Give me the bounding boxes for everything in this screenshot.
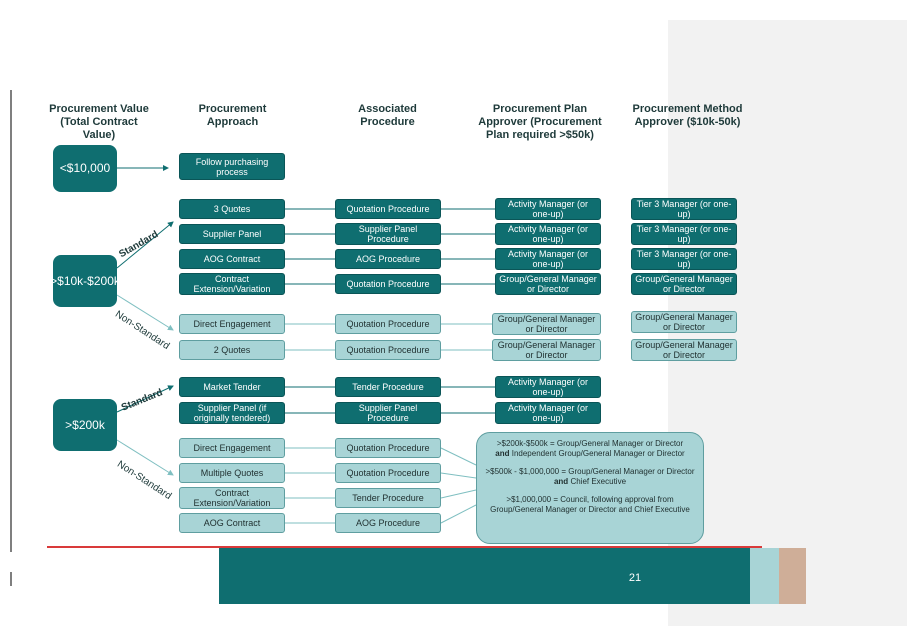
header-method-approver: Procurement Method Approver ($10k-50k)	[632, 103, 743, 128]
plan-approver-activity-manager: Activity Manager (or one-up)	[495, 376, 601, 398]
approach-direct-engagement: Direct Engagement	[179, 314, 285, 334]
header-associated-procedure: Associated Procedure	[358, 103, 417, 128]
method-approver-group-gm: Group/General Manager or Director	[631, 339, 737, 361]
note-line-3: >$1,000,000 = Council, following approva…	[490, 495, 690, 514]
method-approver-group-gm: Group/General Manager or Director	[631, 311, 737, 333]
value-over-200k: >$200k	[53, 399, 117, 451]
procedure-aog: AOG Procedure	[335, 513, 441, 533]
procedure-quotation: Quotation Procedure	[335, 340, 441, 360]
left-rule	[10, 90, 12, 552]
header-procurement-value: Procurement Value (Total Contract Value)	[49, 103, 149, 141]
approach-contract-extension-2: Contract Extension/Variation	[179, 487, 285, 509]
procedure-quotation: Quotation Procedure	[335, 438, 441, 458]
approach-market-tender: Market Tender	[179, 377, 285, 397]
note-line-2: >$500k - $1,000,000 = Group/General Mana…	[485, 467, 695, 487]
procedure-aog: AOG Procedure	[335, 249, 441, 269]
procedure-tender: Tender Procedure	[335, 377, 441, 397]
approach-3-quotes: 3 Quotes	[179, 199, 285, 219]
footer-red-rule	[47, 546, 762, 548]
approval-thresholds-note: >$200k-$500k = Group/General Manager or …	[476, 432, 704, 544]
page-number: 21	[628, 572, 642, 584]
approach-aog-contract: AOG Contract	[179, 249, 285, 269]
method-approver-tier3: Tier 3 Manager (or one-up)	[631, 248, 737, 270]
value-under-10k: <$10,000	[53, 145, 117, 192]
procedure-supplier-panel: Supplier Panel Procedure	[335, 402, 441, 424]
note-line-2-b: Chief Executive	[570, 477, 627, 486]
header-procurement-approach: Procurement Approach	[198, 103, 267, 128]
plan-approver-activity-manager: Activity Manager (or one-up)	[495, 248, 601, 270]
note-line-1-and: and	[495, 449, 510, 458]
approach-supplier-panel-tendered: Supplier Panel (if originally tendered)	[179, 402, 285, 424]
procedure-quotation: Quotation Procedure	[335, 314, 441, 334]
approach-contract-extension: Contract Extension/Variation	[179, 273, 285, 295]
method-approver-tier3: Tier 3 Manager (or one-up)	[631, 223, 737, 245]
note-line-2-a: >$500k - $1,000,000 = Group/General Mana…	[485, 467, 695, 476]
plan-approver-group-gm: Group/General Manager or Director	[495, 273, 601, 295]
procedure-quotation: Quotation Procedure	[335, 199, 441, 219]
method-approver-tier3: Tier 3 Manager (or one-up)	[631, 198, 737, 220]
procedure-supplier-panel: Supplier Panel Procedure	[335, 223, 441, 245]
approach-multiple-quotes: Multiple Quotes	[179, 463, 285, 483]
note-line-1-b: Independent Group/General Manager or Dir…	[511, 449, 685, 458]
plan-approver-group-gm: Group/General Manager or Director	[492, 313, 601, 335]
procedure-quotation: Quotation Procedure	[335, 463, 441, 483]
footer-accent-tan	[779, 548, 806, 604]
plan-approver-group-gm: Group/General Manager or Director	[492, 339, 601, 361]
note-line-1: >$200k-$500k = Group/General Manager or …	[485, 439, 695, 459]
method-approver-group-gm: Group/General Manager or Director	[631, 273, 737, 295]
note-line-1-a: >$200k-$500k = Group/General Manager or …	[496, 439, 684, 448]
approach-follow-purchasing: Follow purchasing process	[179, 153, 285, 180]
header-plan-approver: Procurement Plan Approver (Procurement P…	[478, 103, 602, 141]
approach-supplier-panel: Supplier Panel	[179, 224, 285, 244]
note-line-2-and: and	[553, 477, 569, 486]
procedure-tender: Tender Procedure	[335, 488, 441, 508]
approach-direct-engagement-2: Direct Engagement	[179, 438, 285, 458]
plan-approver-activity-manager: Activity Manager (or one-up)	[495, 198, 601, 220]
procedure-quotation: Quotation Procedure	[335, 274, 441, 294]
approach-2-quotes: 2 Quotes	[179, 340, 285, 360]
footer-accent-light	[750, 548, 779, 604]
footer-bar	[219, 548, 750, 604]
plan-approver-activity-manager: Activity Manager (or one-up)	[495, 223, 601, 245]
value-10k-200k: >$10k-$200k	[50, 255, 120, 307]
plan-approver-activity-manager: Activity Manager (or one-up)	[495, 402, 601, 424]
approach-aog-contract-2: AOG Contract	[179, 513, 285, 533]
left-rule-tick	[10, 572, 12, 586]
